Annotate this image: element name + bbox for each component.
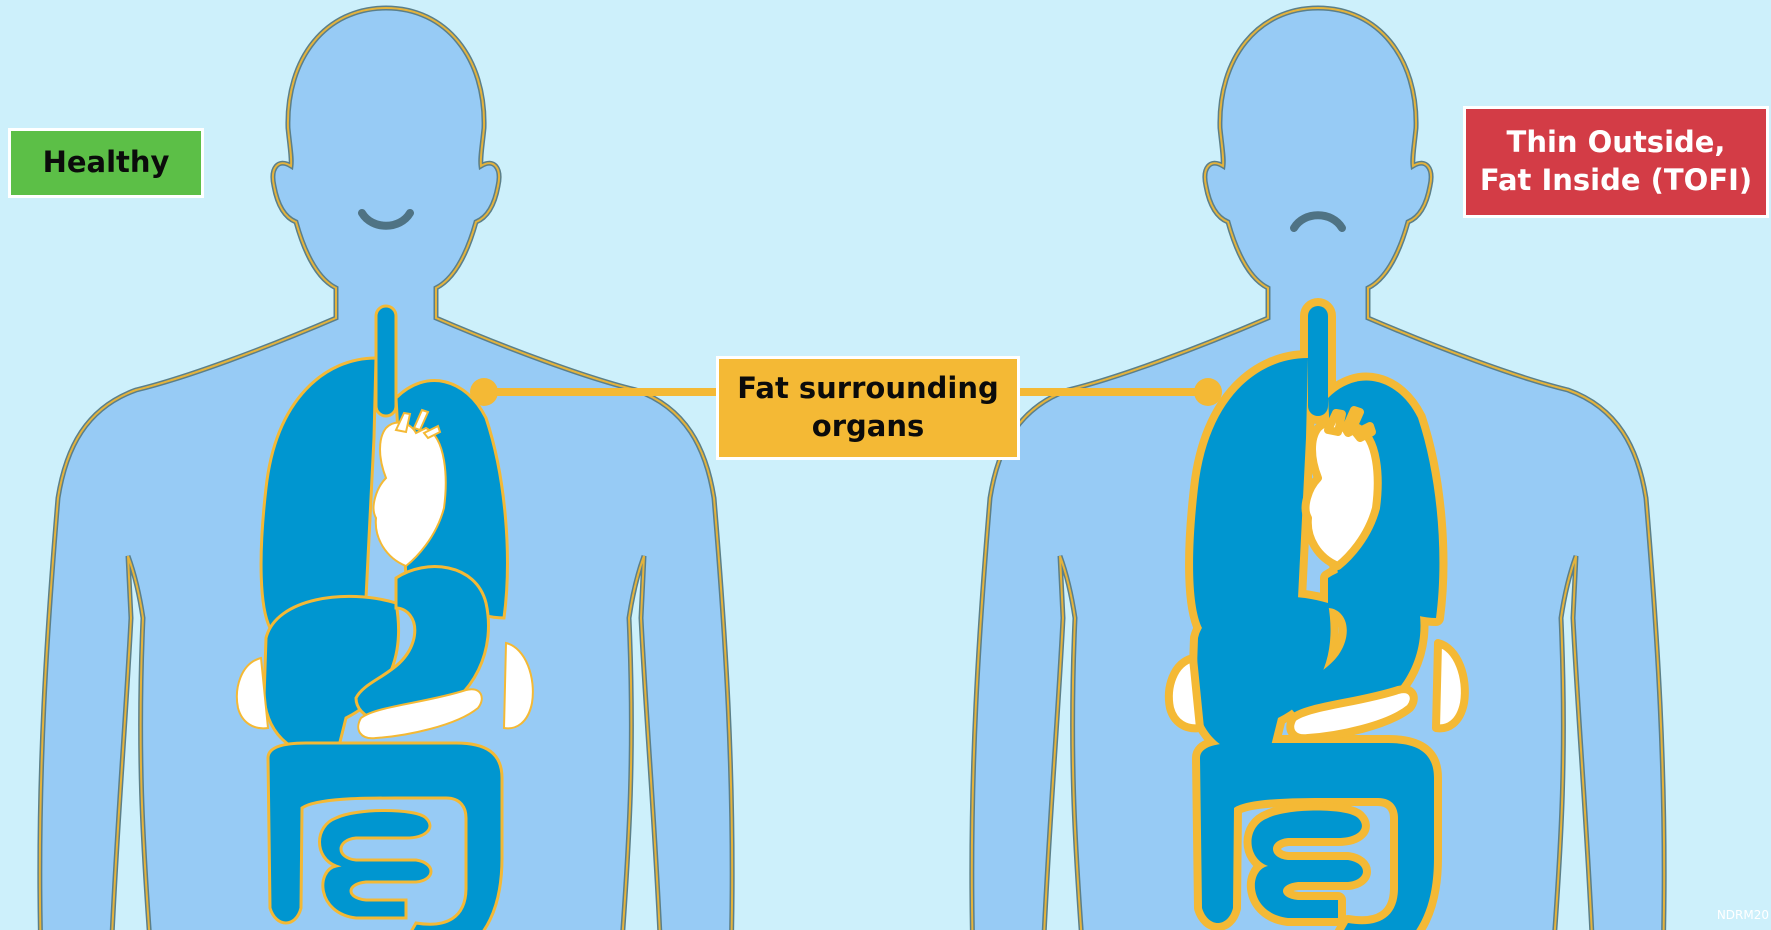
fat-surrounding-organs-label: Fat surrounding organs xyxy=(716,356,1020,460)
fat-label-text: Fat surrounding organs xyxy=(737,370,998,445)
healthy-label-text: Healthy xyxy=(43,144,170,182)
tofi-label: Thin Outside, Fat Inside (TOFI) xyxy=(1463,106,1769,218)
tofi-label-text: Thin Outside, Fat Inside (TOFI) xyxy=(1480,124,1752,199)
healthy-label: Healthy xyxy=(8,128,204,198)
watermark: NDRM20 xyxy=(1717,908,1769,922)
